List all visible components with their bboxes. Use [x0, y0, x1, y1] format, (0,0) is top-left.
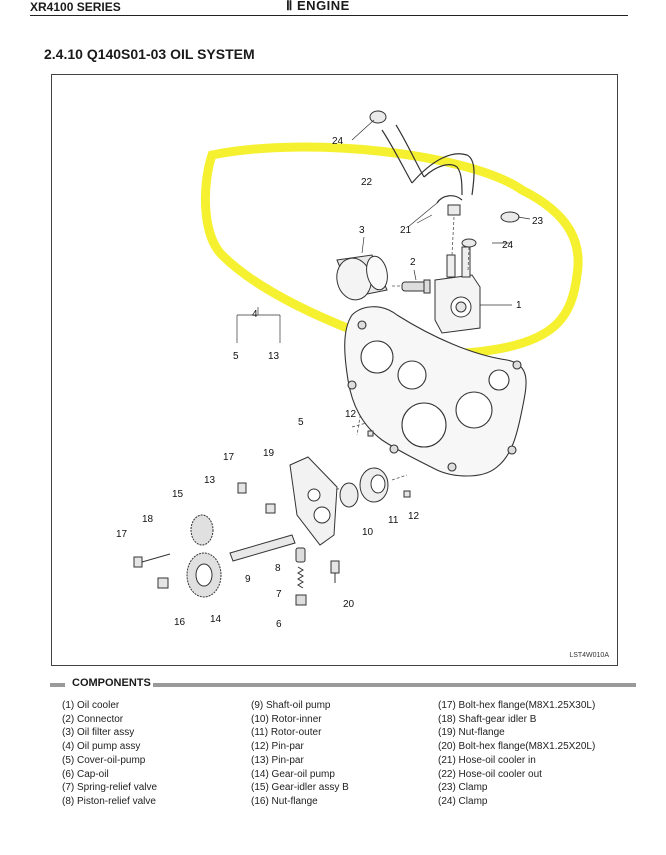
component-item: (18) Shaft-gear idler B: [438, 713, 537, 725]
callout-3: 3: [359, 225, 365, 236]
oil-filter: [336, 254, 388, 301]
diagram-drawing: 1 2 3 4 5 13 5 6 7 8 9 10 11 12 12 13 14…: [116, 110, 583, 630]
components-column-1: (1) Oil cooler (2) Connector (3) Oil fil…: [62, 699, 157, 809]
callout-23: 23: [532, 216, 544, 227]
component-item: (6) Cap-oil: [62, 768, 109, 780]
component-item: (11) Rotor-outer: [251, 727, 322, 739]
fasteners: [133, 430, 411, 589]
component-item: (2) Connector: [62, 713, 124, 725]
leader-lines: [236, 119, 531, 343]
component-item: (22) Hose-oil cooler out: [438, 768, 542, 780]
callout-9: 9: [245, 574, 251, 585]
components-label: COMPONENTS: [72, 677, 151, 689]
callout-15: 15: [172, 489, 184, 500]
component-item: (23) Clamp: [438, 782, 488, 794]
callout-13: 13: [204, 475, 216, 486]
component-item: (16) Nut-flange: [251, 795, 318, 807]
component-item: (17) Bolt-hex flange(M8X1.25X30L): [438, 700, 596, 711]
hoses: [381, 124, 475, 204]
oil-cooler: [434, 246, 481, 334]
callout-17a: 17: [223, 452, 235, 463]
component-item: (3) Oil filter assy: [62, 727, 135, 739]
component-item: (9) Shaft-oil pump: [251, 700, 331, 711]
callout-20: 20: [343, 599, 355, 610]
pump-shaft: [229, 534, 296, 562]
components-column-2: (9) Shaft-oil pump (10) Rotor-inner (11)…: [251, 699, 349, 809]
component-item: (8) Piston-relief valve: [62, 795, 156, 807]
callout-19: 19: [263, 448, 275, 459]
component-item: (7) Spring-relief valve: [62, 782, 158, 794]
callout-24b: 24: [502, 240, 514, 251]
component-item: (20) Bolt-hex flange(M8X1.25X20L): [438, 741, 596, 753]
component-item: (15) Gear-idler assy B: [251, 782, 349, 794]
callout-4: 4: [252, 309, 258, 320]
figure-code: LST4W010A: [569, 652, 609, 659]
header-rule: [30, 15, 628, 16]
pump-cover: [289, 456, 338, 546]
callout-24a: 24: [332, 136, 344, 147]
section-title: 2.4.10 Q140S01-03 OIL SYSTEM: [44, 46, 255, 62]
component-item: (10) Rotor-inner: [251, 713, 322, 725]
engine-case: [344, 306, 527, 477]
callout-5: 5: [298, 417, 304, 428]
components-heading: COMPONENTS: [50, 677, 636, 691]
rotors: [339, 467, 389, 508]
heading-bar-left: [50, 683, 65, 687]
highlight-loop: [201, 142, 583, 358]
component-item: (5) Cover-oil-pump: [62, 754, 146, 766]
exploded-diagram: 1 2 3 4 5 13 5 6 7 8 9 10 11 12 12 13 14…: [51, 74, 618, 666]
callout-12a: 12: [345, 409, 357, 420]
callout-2: 2: [410, 257, 416, 268]
gears: [186, 514, 222, 598]
callout-16: 16: [174, 617, 186, 628]
component-item: (19) Nut-flange: [438, 727, 505, 739]
connector: [401, 279, 431, 294]
callout-5a: 5: [233, 351, 239, 362]
component-item: (12) Pin-par: [251, 741, 304, 753]
component-item: (21) Hose-oil cooler in: [438, 754, 536, 766]
header-chapter: Ⅱ ENGINE: [286, 0, 350, 13]
callout-8: 8: [275, 563, 281, 574]
component-item: (13) Pin-par: [251, 754, 304, 766]
heading-bar-right: [153, 683, 636, 687]
callout-12b: 12: [408, 511, 420, 522]
components-column-3: (17) Bolt-hex flange(M8X1.25X30L) (18) S…: [438, 699, 595, 809]
callout-21: 21: [400, 225, 412, 236]
component-item: (24) Clamp: [438, 795, 488, 807]
callout-13a: 13: [268, 351, 280, 362]
component-item: (4) Oil pump assy: [62, 741, 141, 753]
component-item: (14) Gear-oil pump: [251, 768, 335, 780]
callout-17b: 17: [116, 529, 128, 540]
callout-14: 14: [210, 614, 222, 625]
callout-1: 1: [516, 300, 522, 311]
component-item: (1) Oil cooler: [62, 700, 120, 711]
callout-6: 6: [276, 619, 282, 630]
callout-22: 22: [361, 177, 373, 188]
callout-10: 10: [362, 527, 374, 538]
callout-11: 11: [388, 515, 399, 526]
callout-18: 18: [142, 514, 154, 525]
relief-valve: [295, 547, 307, 606]
callout-7: 7: [276, 589, 282, 600]
header-series: XR4100 SERIES: [30, 0, 121, 14]
